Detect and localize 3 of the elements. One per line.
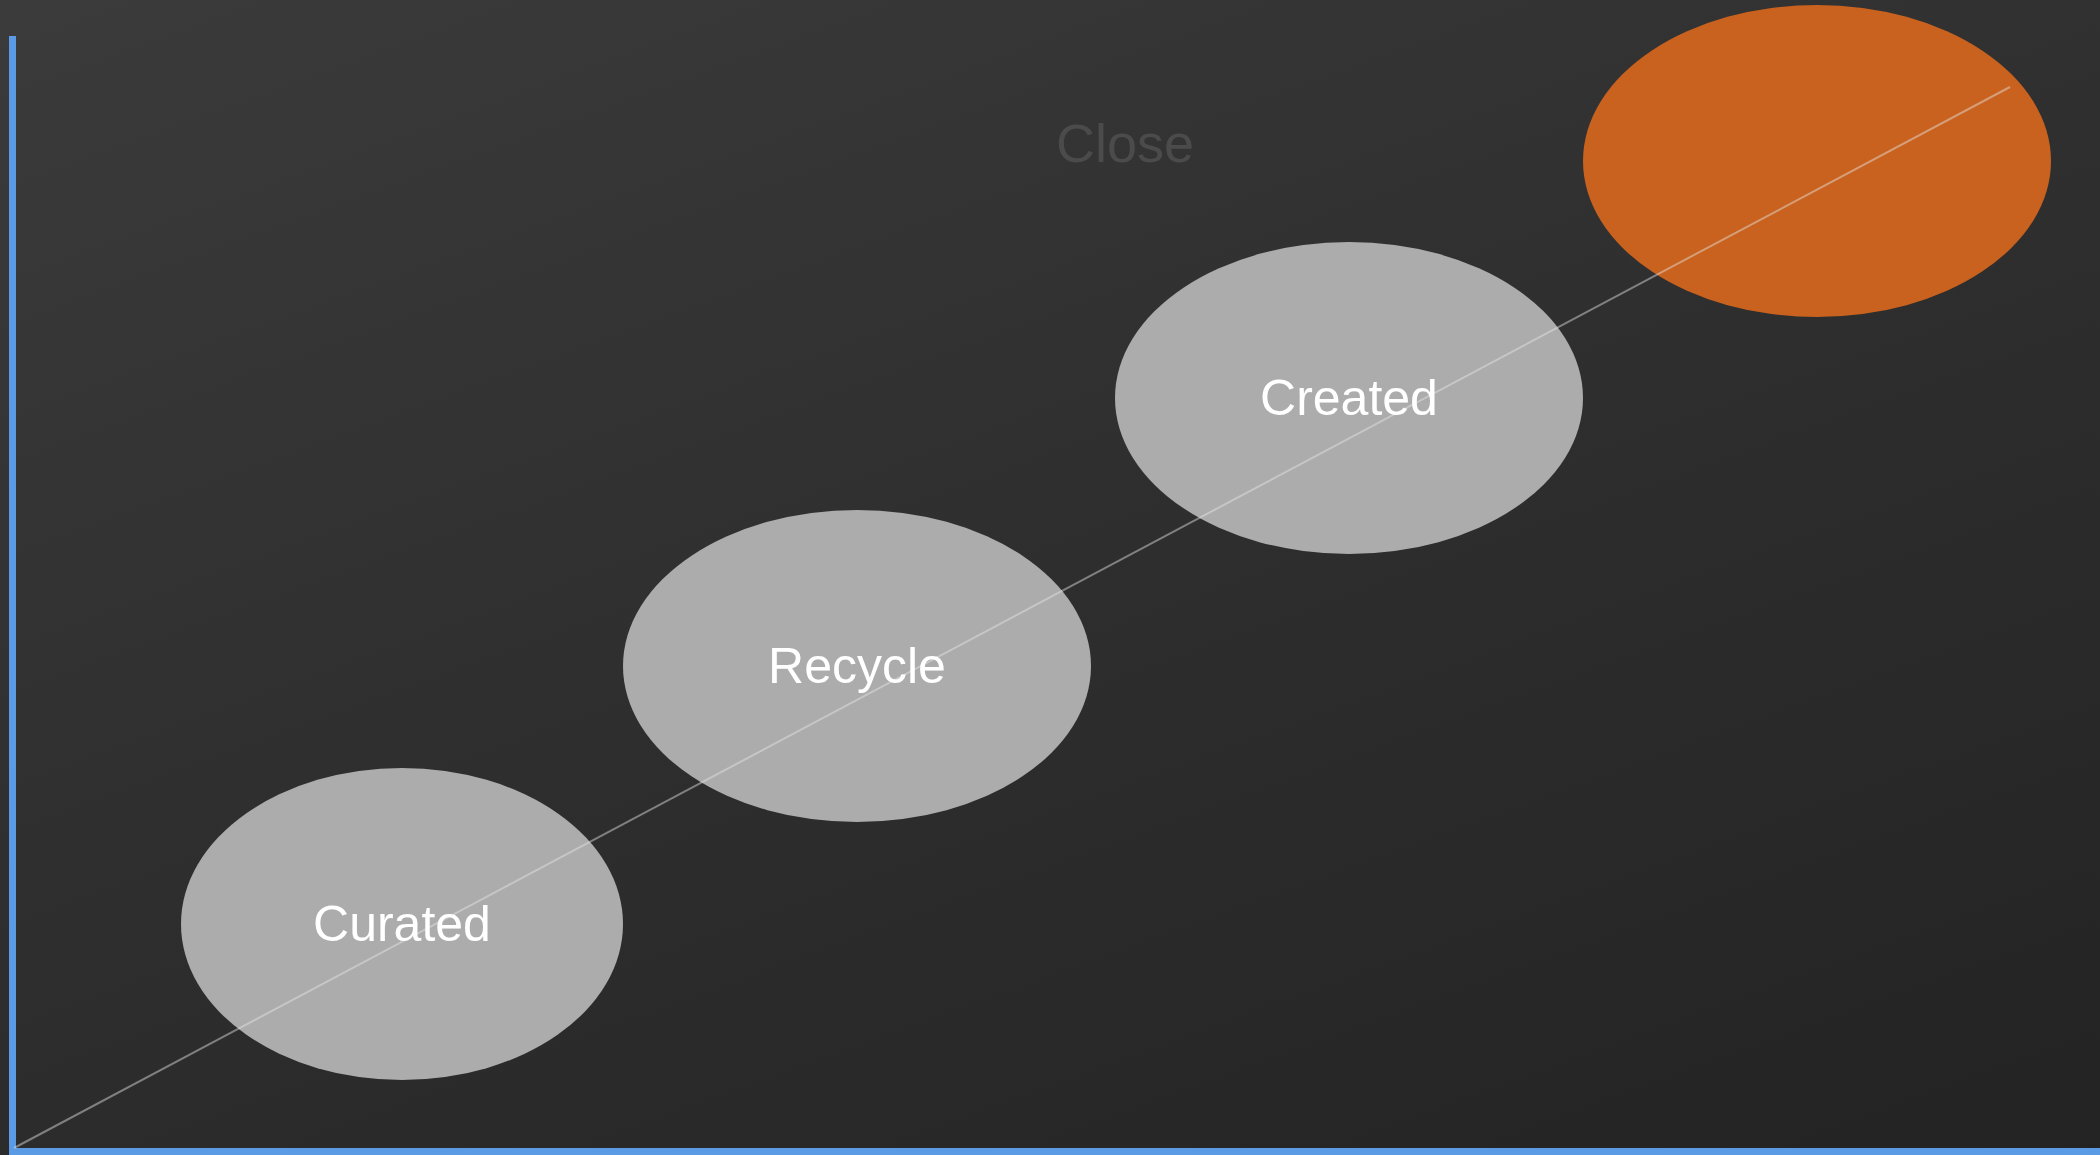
node-label: Created bbox=[1260, 369, 1438, 427]
node-label: Curated bbox=[313, 895, 491, 953]
node-label: Recycle bbox=[768, 637, 946, 695]
